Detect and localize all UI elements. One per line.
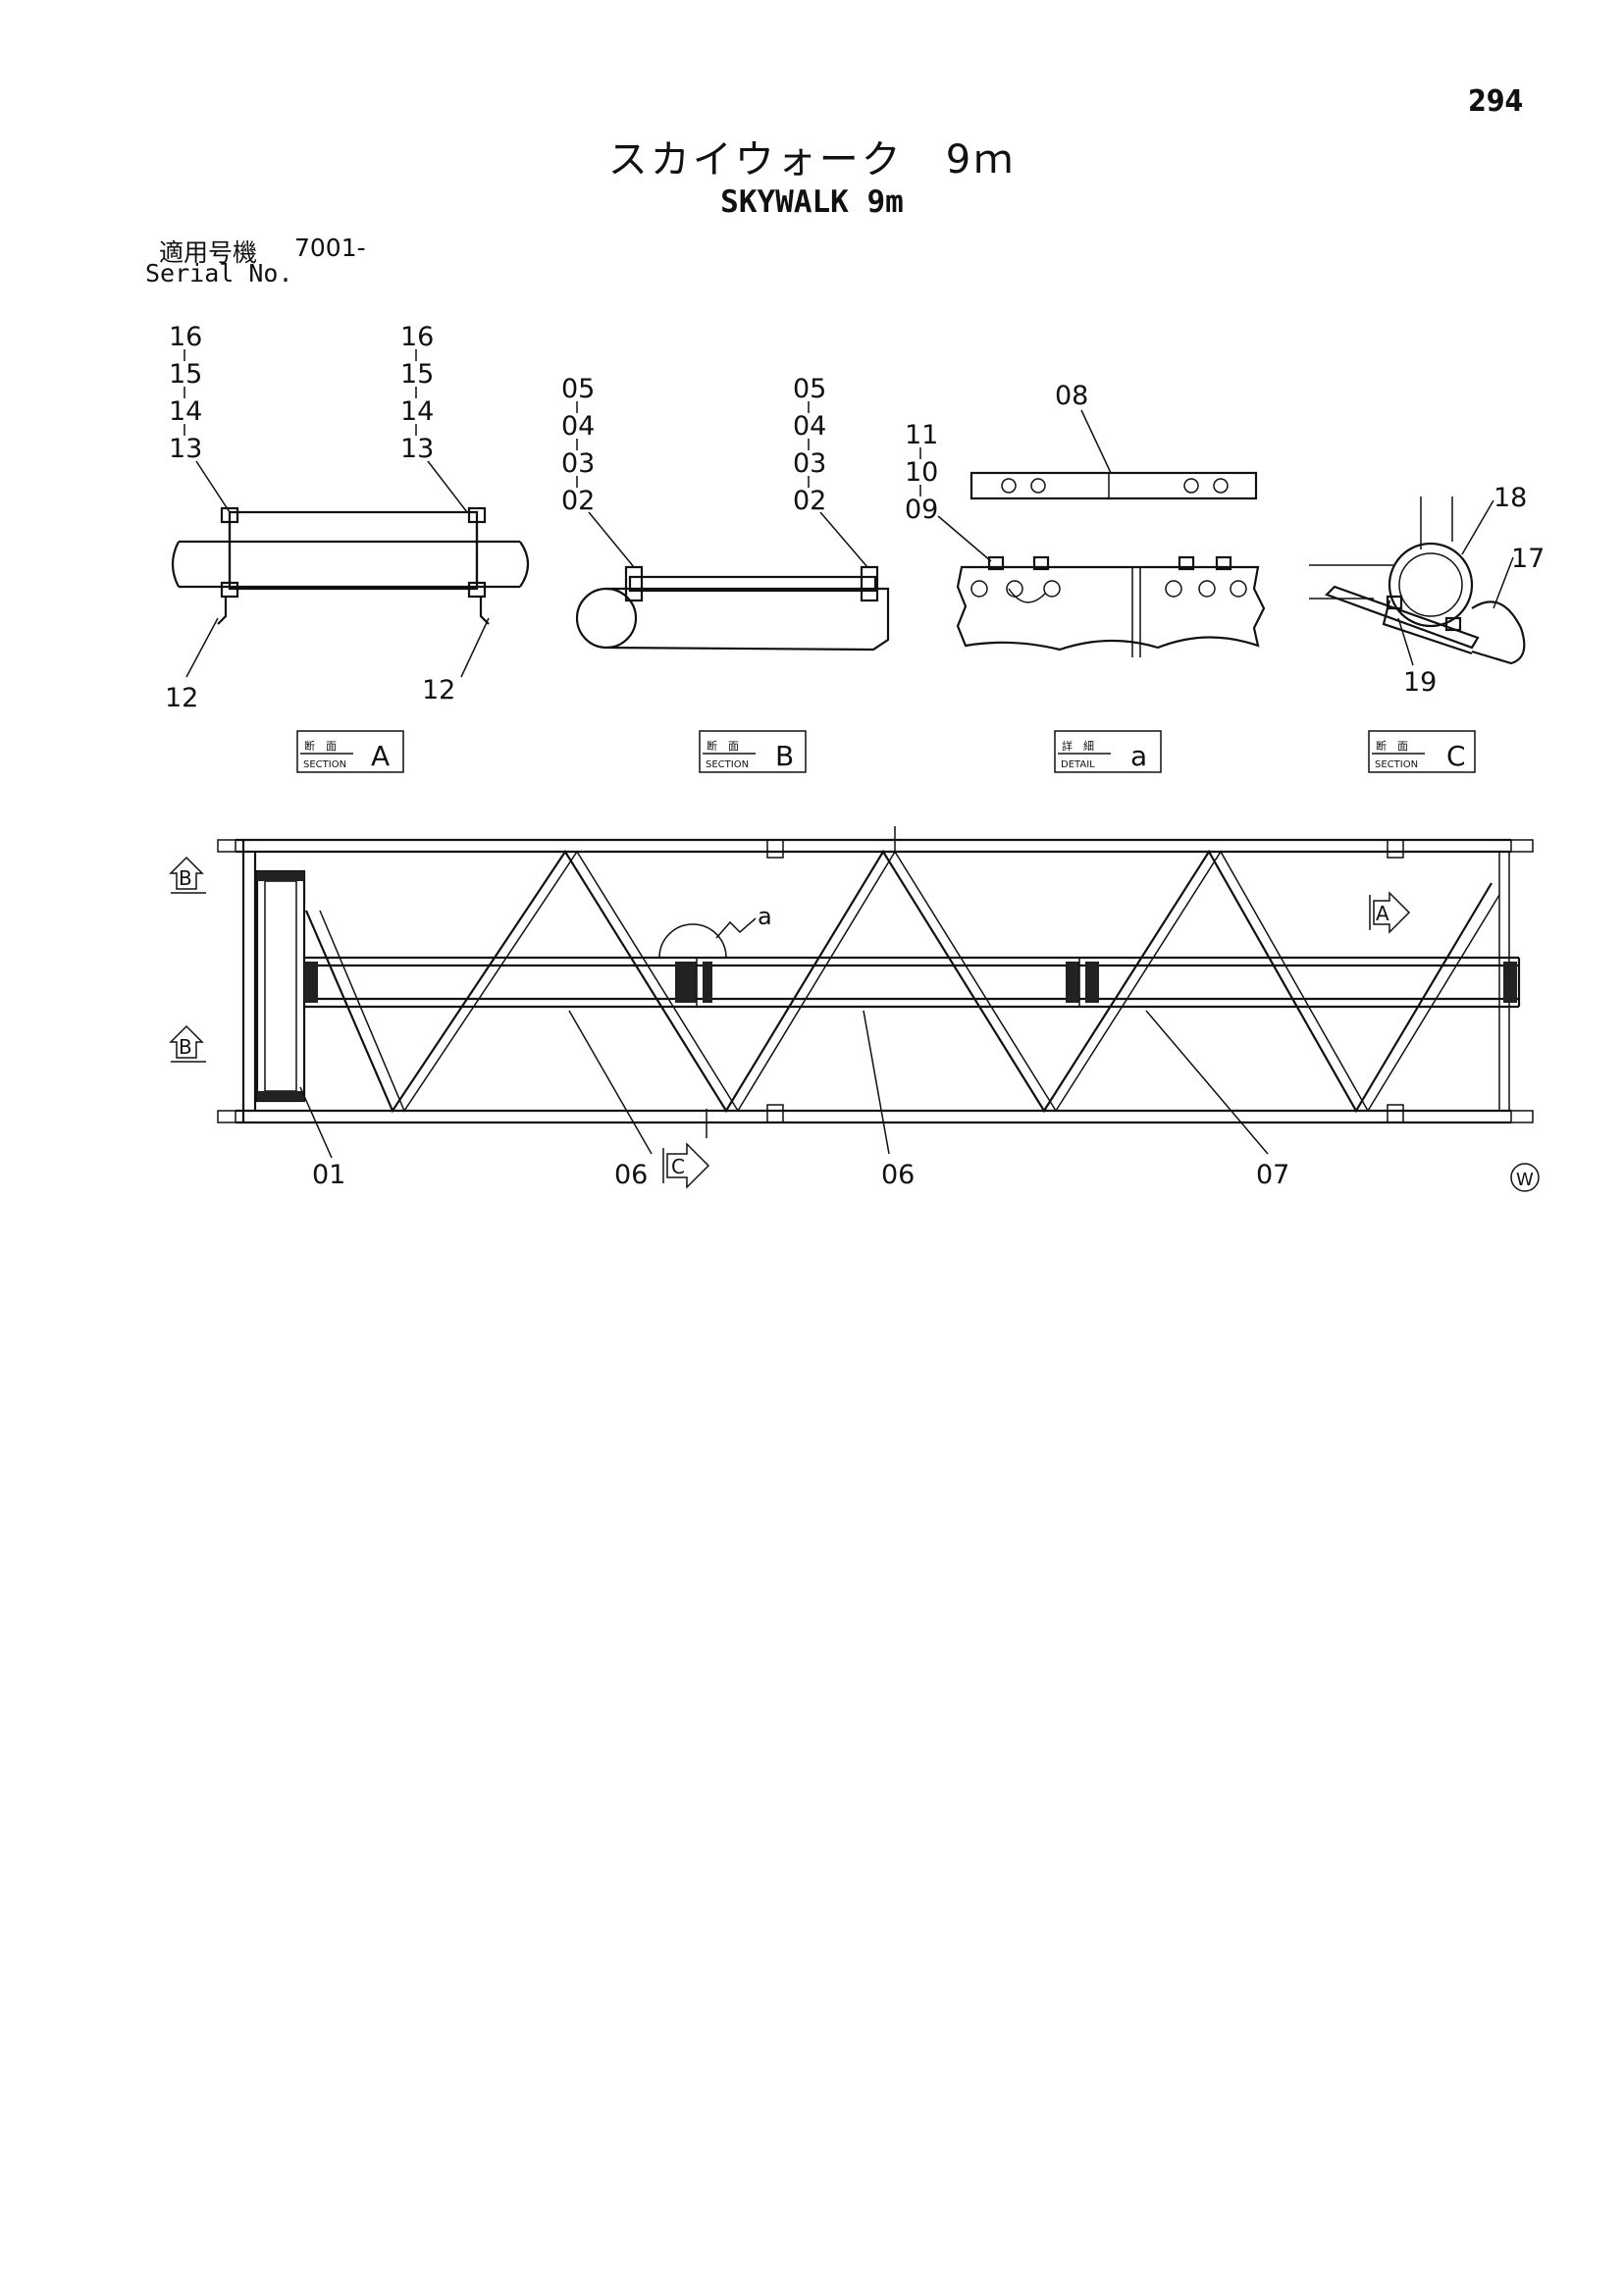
callout-17: 17 xyxy=(1511,544,1545,574)
callout-02: 02 xyxy=(793,486,826,516)
callout-14: 14 xyxy=(400,396,434,427)
callout-16: 16 xyxy=(169,322,202,352)
page-title-japanese: スカイウォーク 9ｍ xyxy=(607,137,1017,183)
corner-mark-letter: W xyxy=(1516,1170,1534,1190)
page-number: 294 xyxy=(1468,84,1524,119)
callout-05: 05 xyxy=(793,374,826,404)
detail-a-marker: a xyxy=(758,903,772,930)
callout-01: 01 xyxy=(312,1160,345,1190)
callout-15: 15 xyxy=(169,359,202,390)
marker-letter-b: B xyxy=(179,1035,192,1059)
section-b-label: 断 面 SECTION B xyxy=(699,730,807,773)
section-label-en: SECTION xyxy=(706,759,749,770)
callout-08: 08 xyxy=(1055,381,1088,411)
marker-letter-b: B xyxy=(179,866,192,890)
page-title-english: SKYWALK 9m xyxy=(720,184,904,220)
detail-a-callouts-left: 11 10 09 xyxy=(905,420,938,525)
section-b-callouts-right: 05 04 03 02 xyxy=(793,374,826,516)
detail-letter: a xyxy=(1130,740,1147,772)
callout-13: 13 xyxy=(400,434,434,464)
callout-02: 02 xyxy=(561,486,595,516)
section-b-callouts-left: 05 04 03 02 xyxy=(561,374,595,516)
serial-number-value: 7001- xyxy=(294,234,366,262)
callout-14: 14 xyxy=(169,396,202,427)
skywalk-plan-view: a B B A C 01 06 06 07 xyxy=(169,826,1534,1190)
corner-mark: W xyxy=(1510,1163,1540,1192)
callout-07: 07 xyxy=(1256,1160,1289,1190)
section-a-callouts-left: 16 15 14 13 xyxy=(169,322,202,464)
section-letter: B xyxy=(775,740,794,772)
section-c-marker: C xyxy=(662,1142,710,1189)
section-label-jp: 断 面 xyxy=(1376,739,1408,753)
section-c-view: 18 17 19 断 面 SECTION C xyxy=(1309,483,1545,773)
section-label-jp: 断 面 xyxy=(707,739,739,753)
section-a-view: 16 15 14 13 16 15 14 13 xyxy=(165,322,530,773)
marker-letter-c: C xyxy=(671,1155,685,1178)
section-b-view: 05 04 03 02 05 04 03 02 断 xyxy=(561,374,890,773)
callout-10: 10 xyxy=(905,457,938,488)
callout-04: 04 xyxy=(793,411,826,442)
callout-12: 12 xyxy=(422,675,455,705)
section-label-en: SECTION xyxy=(1375,759,1418,770)
callout-19: 19 xyxy=(1403,667,1437,698)
section-label-en: SECTION xyxy=(303,759,346,770)
section-a-marker: A xyxy=(1369,891,1411,934)
callout-04: 04 xyxy=(561,411,595,442)
section-c-label: 断 面 SECTION C xyxy=(1368,730,1476,773)
section-letter: A xyxy=(371,740,390,772)
callout-18: 18 xyxy=(1493,483,1527,513)
section-letter: C xyxy=(1446,740,1466,772)
callout-03: 03 xyxy=(793,448,826,479)
callout-03: 03 xyxy=(561,448,595,479)
callout-05: 05 xyxy=(561,374,595,404)
marker-letter-a: A xyxy=(1376,902,1389,925)
callout-16: 16 xyxy=(400,322,434,352)
callout-13: 13 xyxy=(169,434,202,464)
callout-12: 12 xyxy=(165,683,198,713)
callout-06: 06 xyxy=(881,1160,915,1190)
section-b-marker-top: B xyxy=(169,856,206,894)
callout-15: 15 xyxy=(400,359,434,390)
detail-a-label: 詳 細 DETAIL a xyxy=(1054,730,1162,773)
serial-label-japanese: 適用号機 xyxy=(159,238,258,267)
section-a-label: 断 面 SECTION A xyxy=(296,730,404,773)
callout-11: 11 xyxy=(905,420,938,450)
detail-label-en: DETAIL xyxy=(1061,759,1095,770)
callout-09: 09 xyxy=(905,495,938,525)
section-label-jp: 断 面 xyxy=(304,739,337,753)
serial-label-english: Serial No. xyxy=(145,259,293,287)
section-b-marker-bottom: B xyxy=(169,1024,206,1063)
detail-a-view: 08 11 10 09 xyxy=(905,381,1266,773)
callout-06: 06 xyxy=(614,1160,648,1190)
detail-label-jp: 詳 細 xyxy=(1062,739,1094,753)
section-a-callouts-right: 16 15 14 13 xyxy=(400,322,434,464)
